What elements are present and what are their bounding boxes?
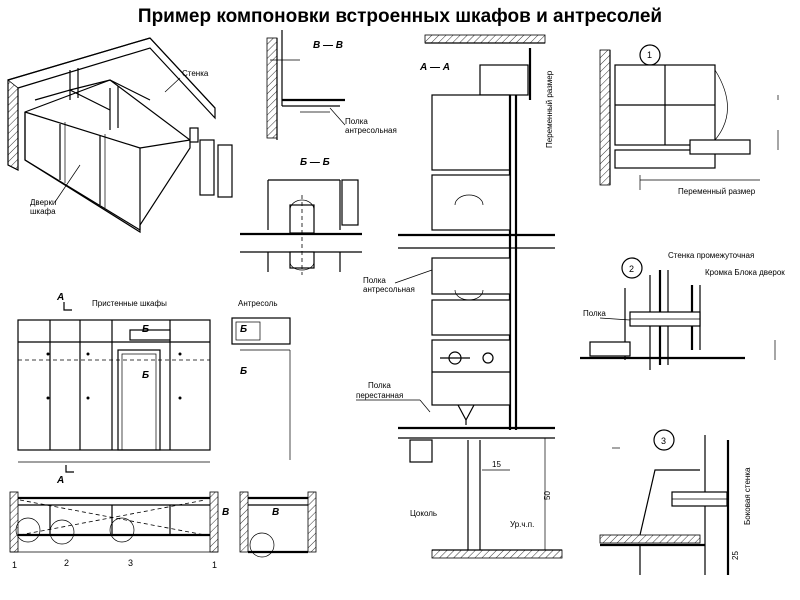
plan-views: 1 2 3 В В 1	[9, 491, 317, 570]
detail-3: 3 Боковая стенка 25	[599, 429, 752, 575]
label-shelf-partition-2: перестанная	[356, 391, 403, 400]
callout-1-top: 1	[647, 50, 652, 60]
section-vv: В — В Полка антресольная	[266, 30, 397, 140]
label-door-edge: Кромка Блока дверок	[705, 268, 785, 277]
label-variable-size: Переменный размер	[545, 70, 554, 148]
label-shelf: Полка	[583, 309, 606, 318]
letter-a-top: А	[56, 292, 64, 303]
dim-50: 50	[543, 491, 552, 500]
dim-25: 25	[731, 551, 740, 560]
label-mezzanine: Антресоль	[238, 299, 278, 308]
isometric-cabinet-view: Стенка Дверки шкафа	[7, 37, 233, 234]
callout-3-plan: 3	[128, 558, 133, 568]
detail-1: 1 Переменный размер	[599, 44, 779, 196]
label-doors-1: Дверки	[30, 198, 56, 207]
label-wall-cabinets: Пристенные шкафы	[92, 299, 167, 308]
letter-b-front2: Б	[142, 370, 149, 381]
callout-1-plan: 1	[12, 560, 17, 570]
page-title: Пример компоновки встроенных шкафов и ан…	[137, 6, 663, 27]
letter-v-left: В	[222, 507, 229, 518]
label-shelf-mezz2-1: Полка	[363, 276, 386, 285]
label-shelf-partition-1: Полка	[368, 381, 391, 390]
label-shelf-mezz2-2: антресольная	[363, 285, 415, 294]
label-shelf-mezz-2: антресольная	[345, 126, 397, 135]
label-plinth: Цоколь	[410, 509, 437, 518]
callout-1-plan2: 1	[212, 560, 217, 570]
front-elevation: Пристенные шкафы А Б Б А Антре	[17, 292, 291, 486]
label-section-vv: В — В	[313, 40, 343, 51]
label-wall: Стенка	[182, 69, 209, 78]
label-section-aa: А — А	[419, 62, 450, 73]
label-shelf-mezz-1: Полка	[345, 117, 368, 126]
callout-2-top: 2	[629, 264, 634, 274]
detail-2: 2 Стенка промежуточная Кромка Блока двер…	[580, 251, 785, 370]
label-doors-2: шкафа	[30, 207, 56, 216]
label-section-bb: Б — Б	[300, 157, 330, 168]
letter-b-mezz2: Б	[240, 366, 247, 377]
dim-15: 15	[492, 460, 501, 469]
callout-2-plan: 2	[64, 558, 69, 568]
label-floor-level: Ур.ч.п.	[510, 520, 534, 529]
letter-a-bottom: А	[56, 475, 64, 486]
section-aa: А — А	[356, 34, 563, 559]
letter-b-front: Б	[142, 324, 149, 335]
letter-b-mezz: Б	[240, 324, 247, 335]
label-side-wall: Боковая стенка	[743, 467, 752, 525]
callout-3-top: 3	[661, 436, 666, 446]
letter-v-right: В	[272, 507, 279, 518]
section-bb: Б — Б	[240, 157, 362, 275]
label-variable-size2: Переменный размер	[678, 187, 756, 196]
label-partition-wall: Стенка промежуточная	[668, 251, 754, 260]
